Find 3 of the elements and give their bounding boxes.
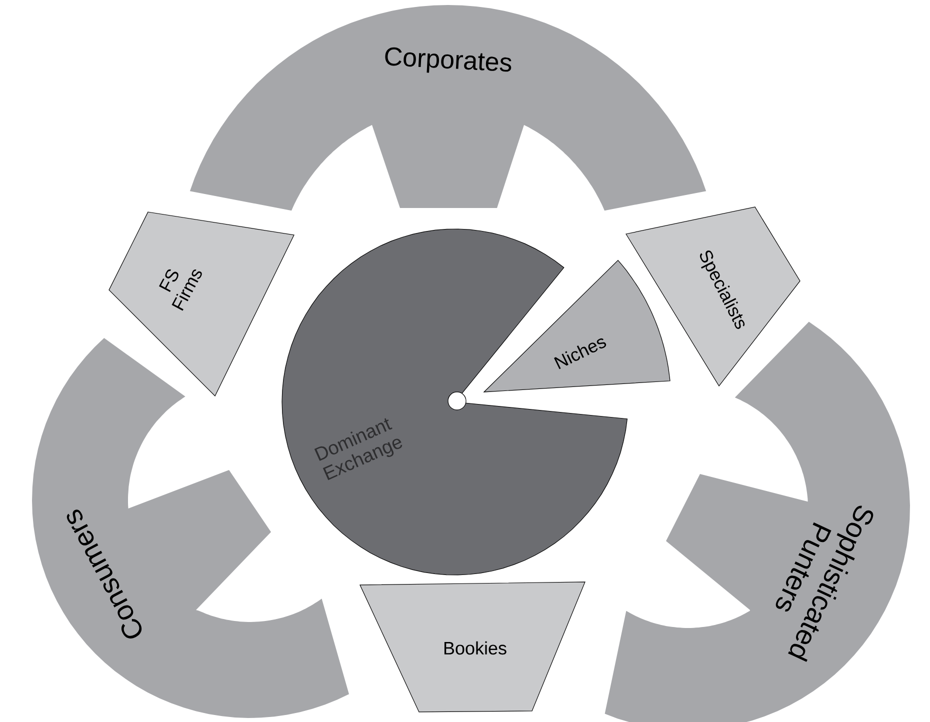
trapezoid-box: Bookies: [360, 582, 586, 712]
trapezoid-box: FS Firms: [108, 212, 294, 396]
arc-band: Corporates: [190, 4, 706, 211]
